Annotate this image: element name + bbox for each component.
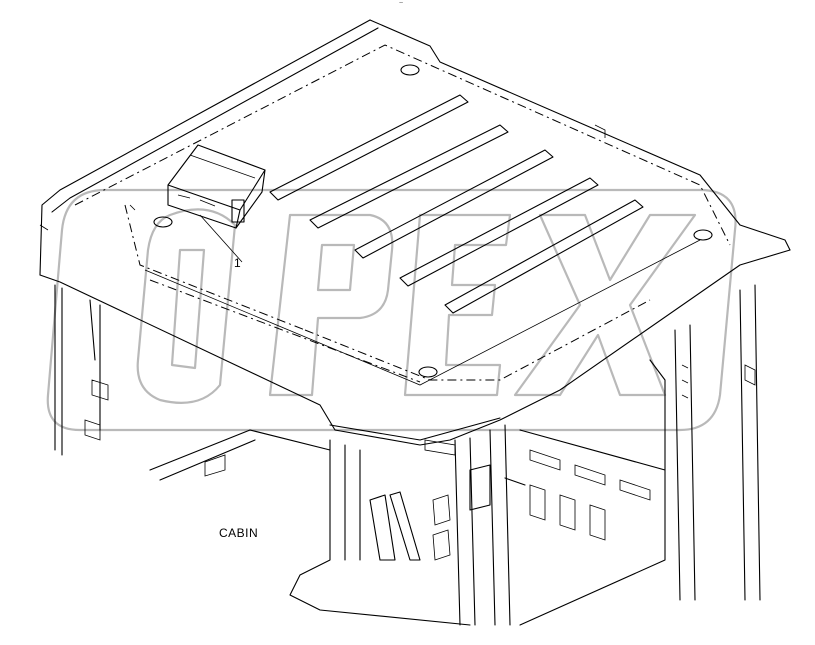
- mounting-bosses: [39, 64, 713, 378]
- roof-ribs: [269, 94, 644, 314]
- control-unit-1: [167, 144, 266, 229]
- callout-label-1: 1: [234, 256, 241, 270]
- roof-outline: [39, 19, 791, 446]
- callout-leader: [199, 214, 243, 263]
- cabin-frame: [54, 284, 761, 626]
- opex-watermark: [46, 188, 737, 432]
- diagram-caption: CABIN: [219, 526, 259, 540]
- top-mark: ~: [399, 0, 404, 7]
